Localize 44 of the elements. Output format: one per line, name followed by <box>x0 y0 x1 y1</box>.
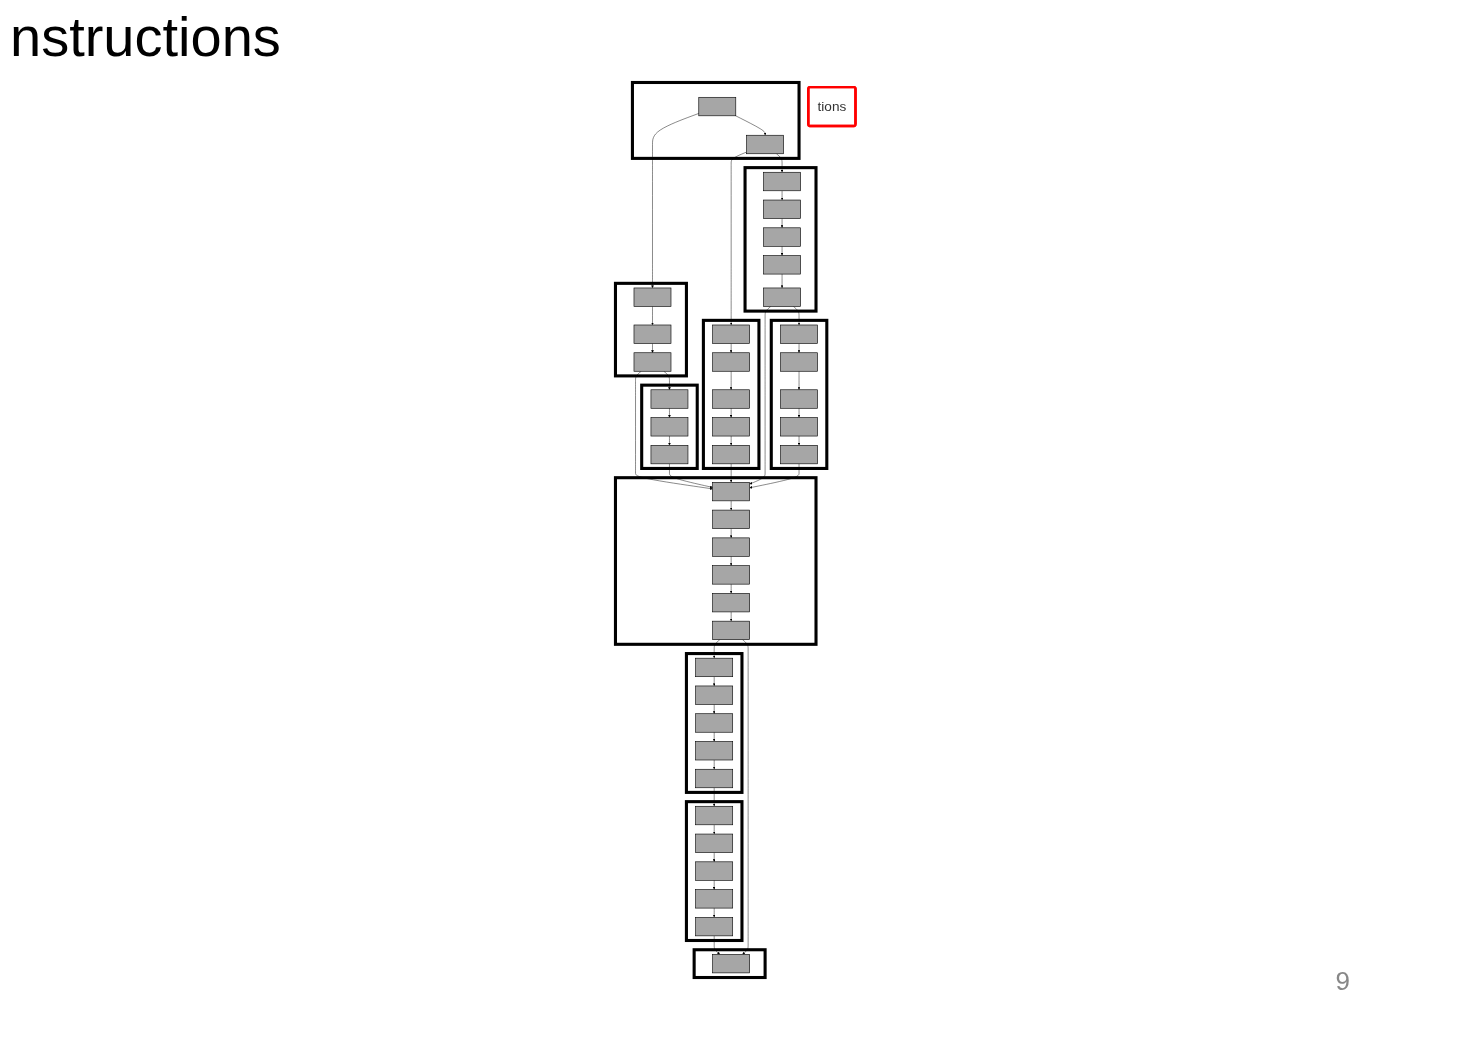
instruction-bar <box>650 389 688 409</box>
instruction-bar <box>650 417 688 437</box>
instruction-bar <box>779 389 818 409</box>
instruction-bar <box>694 657 733 677</box>
instruction-bar <box>633 352 671 372</box>
highlight-box: tions <box>806 85 857 128</box>
instruction-bar <box>694 833 733 853</box>
instruction-bar <box>779 417 818 437</box>
instruction-bar <box>711 324 750 344</box>
instruction-bar <box>694 713 733 733</box>
instruction-bar <box>779 445 818 465</box>
instruction-bar <box>694 889 733 909</box>
instruction-bar <box>711 509 750 529</box>
instruction-bar <box>762 255 801 275</box>
instruction-bar <box>650 445 688 465</box>
instruction-bar <box>711 352 750 372</box>
instruction-bar <box>711 417 750 437</box>
instruction-bar <box>762 287 801 307</box>
instruction-bar <box>711 389 750 409</box>
instruction-bar <box>694 741 733 761</box>
instruction-bar <box>745 134 784 155</box>
instruction-bar <box>711 482 750 502</box>
instruction-bar <box>762 171 801 192</box>
instruction-bar <box>762 199 801 219</box>
instruction-bar <box>698 97 736 117</box>
instruction-bar <box>633 324 671 344</box>
instruction-bar <box>779 352 818 372</box>
instruction-bar <box>694 685 733 705</box>
instruction-bar <box>694 768 733 789</box>
instruction-bar <box>711 445 750 465</box>
instruction-bar <box>711 537 750 557</box>
basic-block-frame <box>630 80 801 160</box>
instruction-bar <box>762 227 801 247</box>
instruction-bar <box>711 954 750 974</box>
page-number: 9 <box>1335 966 1350 997</box>
instruction-bar <box>779 324 818 344</box>
instruction-bar <box>711 593 750 613</box>
instruction-bar <box>694 917 733 937</box>
slide-title: nstructions <box>10 4 281 69</box>
instruction-bar <box>694 861 733 881</box>
instruction-bar <box>694 805 733 826</box>
instruction-bar <box>711 620 750 640</box>
instruction-bar <box>633 287 671 307</box>
instruction-bar <box>711 565 750 585</box>
